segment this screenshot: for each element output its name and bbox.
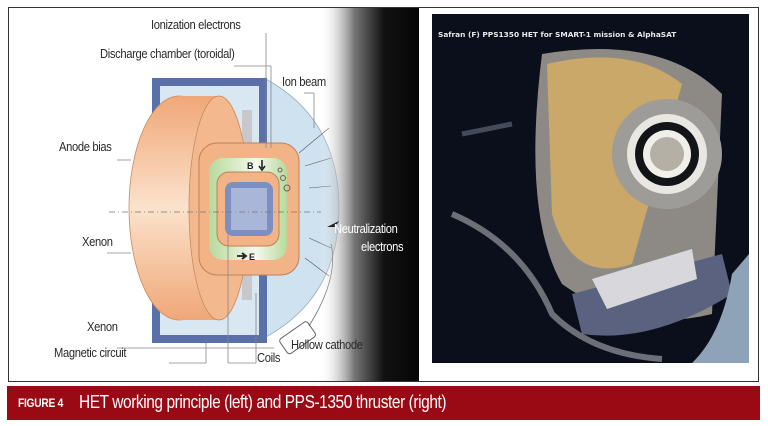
label-magnetic-circuit: Magnetic circuit [54,345,127,360]
label-xenon-lower: Xenon [87,319,118,334]
het-diagram-graphic: B E [107,8,419,381]
caption-text: HET working principle (left) and PPS-135… [79,392,447,412]
label-xenon-upper: Xenon [82,234,113,249]
label-ionization-electrons: Ionization electrons [151,17,241,32]
thruster-photo: Safran (F) PPS1350 HET for SMART-1 missi… [432,14,749,363]
het-diagram: B E [9,8,419,381]
photo-title: Safran (F) PPS1350 HET for SMART-1 missi… [438,30,677,39]
label-hollow-cathode: Hollow cathode [291,337,363,352]
label-coils: Coils [257,350,281,365]
svg-text:E: E [249,252,255,262]
thruster-photo-graphic [450,49,749,363]
label-ion-beam: Ion beam [282,74,326,89]
label-neutralization: Neutralization [334,221,398,236]
label-discharge-chamber: Discharge chamber (toroidal) [100,46,235,61]
svg-text:B: B [247,161,254,171]
label-anode-bias: Anode bias [59,139,112,154]
label-neutralization-electrons: electrons [361,239,404,254]
figure-caption: FIGURE 4 HET working principle (left) an… [7,386,760,420]
figure-label: FIGURE 4 [18,396,64,410]
